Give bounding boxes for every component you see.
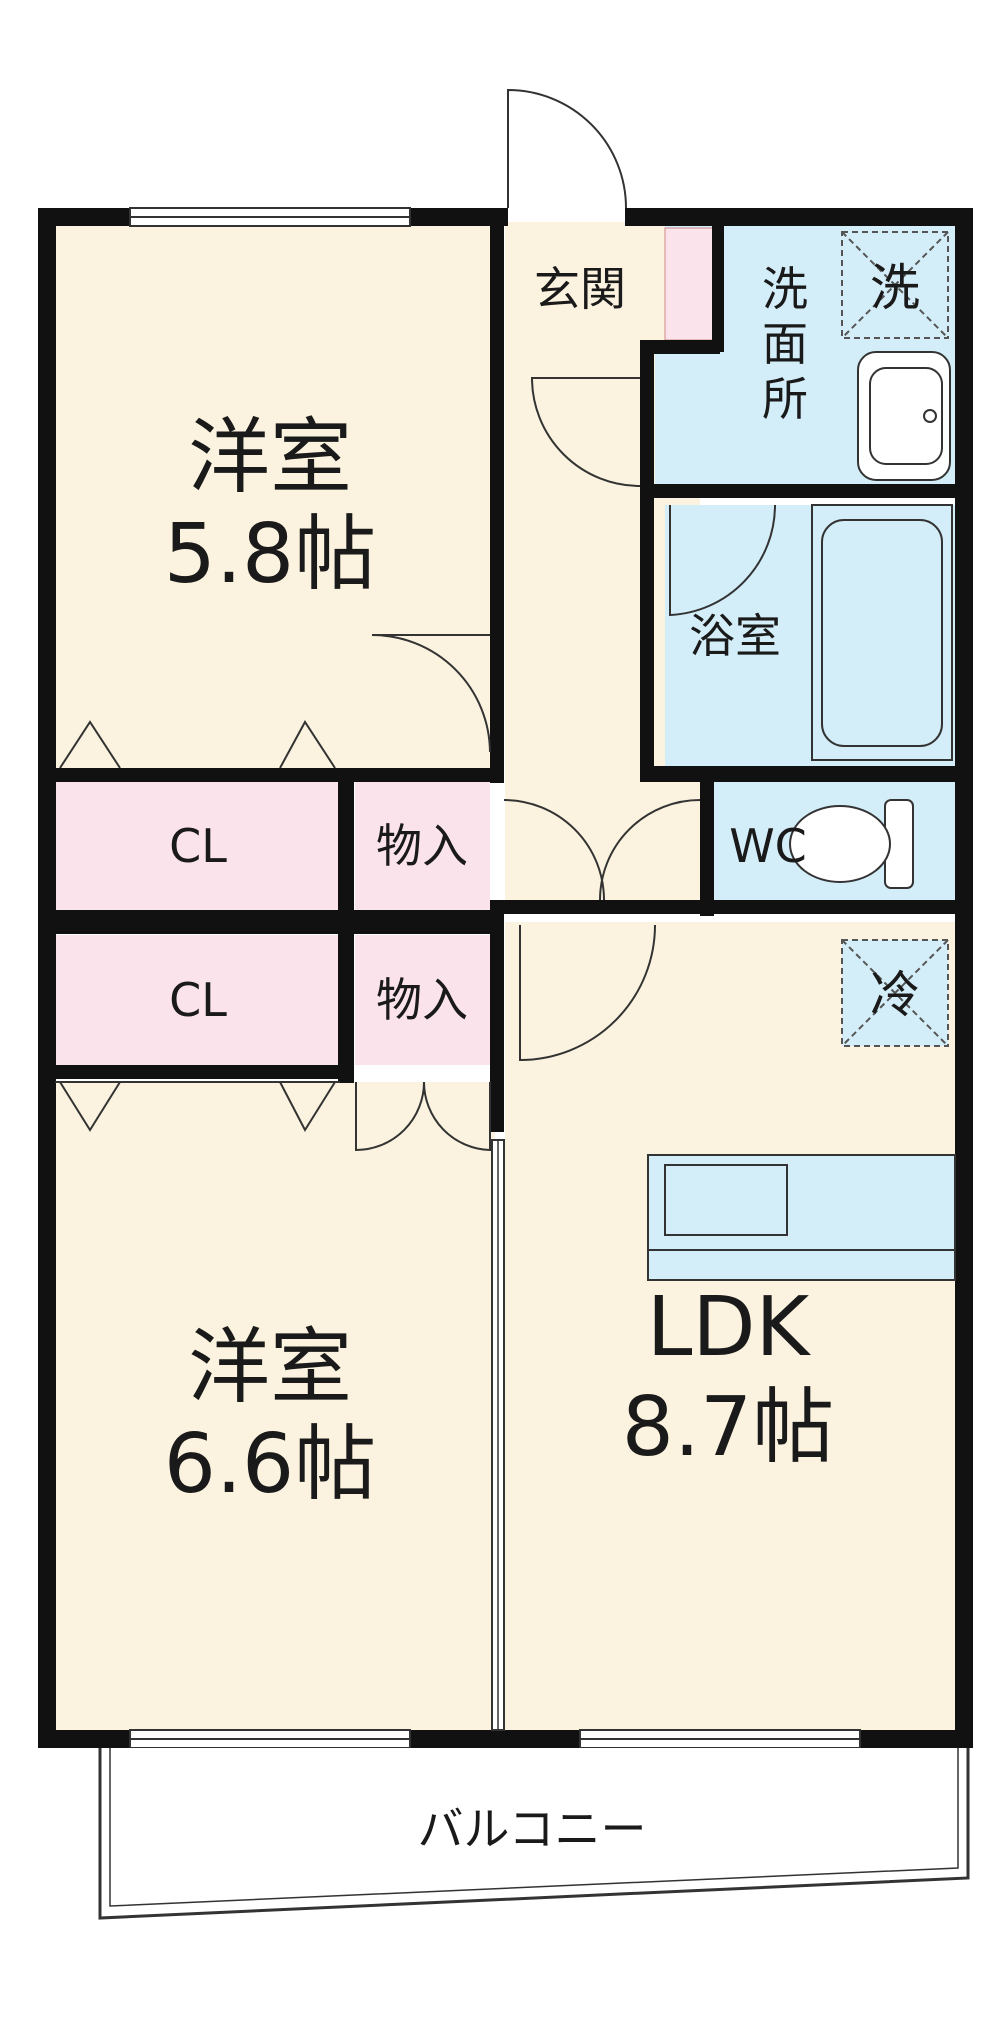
closet-2-floor — [55, 935, 340, 1065]
washroom-step — [655, 350, 730, 484]
labels: 洋室 5.8帖 洋室 6.6帖 LDK 8.7帖 玄関 洗 洗面所 浴室 WC … — [164, 259, 920, 1856]
storage-2-label: 物入 — [376, 973, 468, 1027]
entrance-corridor-floor — [505, 222, 665, 910]
storage-1-label: 物入 — [376, 819, 468, 873]
kitchen-sink — [664, 1164, 788, 1236]
closet-1-floor — [55, 782, 340, 910]
ldk-name: LDK — [647, 1280, 812, 1375]
sliding-partition — [491, 1139, 505, 1731]
western-room-1-size: 5.8帖 — [164, 507, 376, 602]
wash-basin — [857, 351, 951, 481]
western-room-2-size: 6.6帖 — [164, 1417, 376, 1512]
balcony — [98, 1748, 970, 1920]
bathroom-label: 浴室 — [689, 609, 781, 663]
ldk-floor — [505, 922, 957, 1730]
bathtub — [811, 504, 953, 761]
western-room-1-floor — [55, 222, 495, 770]
entrance-label: 玄関 — [534, 262, 626, 316]
balcony-label: バルコニー — [417, 1802, 646, 1856]
western-room-2-floor — [55, 1082, 495, 1730]
closet-2-label: CL — [169, 973, 227, 1027]
storage-1-floor — [355, 782, 490, 910]
western-room-1-name: 洋室 — [188, 410, 352, 505]
washroom-label: 洗面所 — [762, 262, 808, 426]
toilet-fixture — [789, 799, 914, 889]
ldk-size: 8.7帖 — [622, 1380, 834, 1475]
closet-1-label: CL — [169, 819, 227, 873]
closet-door-markers — [55, 720, 340, 1133]
washer-label: 洗 — [870, 259, 920, 317]
toilet-label: WC — [729, 819, 807, 873]
shoe-cabinet-overlay — [664, 227, 714, 341]
fridge-label: 冷 — [870, 966, 920, 1024]
doors — [355, 88, 777, 1152]
fixtures — [647, 231, 956, 1281]
storage-2-floor — [355, 935, 490, 1065]
western-room-2-name: 洋室 — [188, 1320, 352, 1415]
